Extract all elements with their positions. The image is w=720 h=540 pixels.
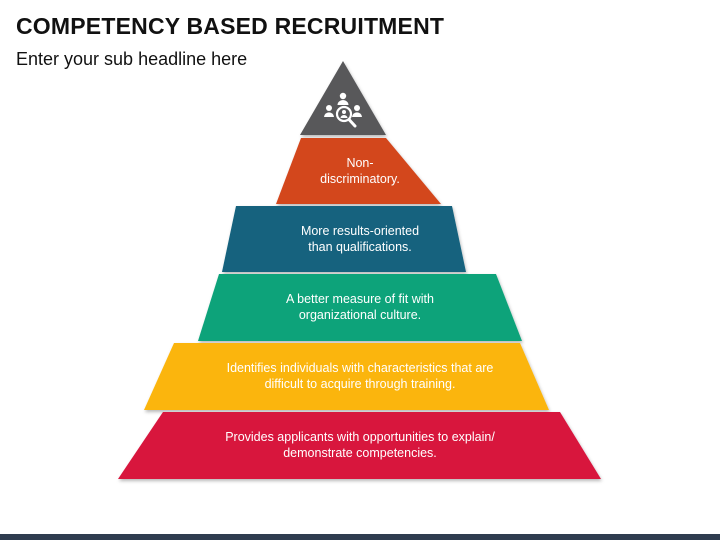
page-subtitle: Enter your sub headline here	[16, 49, 248, 69]
pyramid-tier-3	[198, 274, 522, 341]
tier-2-line-1: More results-oriented	[300, 224, 420, 238]
tier-2-label: More results-oriented than qualification…	[0, 223, 720, 255]
pyramid-tier-5	[118, 412, 601, 479]
tier-4-line-2: difficult to acquire through training.	[264, 377, 456, 391]
page-title: COMPETENCY BASED RECRUITMENT	[16, 13, 445, 39]
tier-5-line-2: demonstrate competencies.	[283, 446, 437, 460]
pyramid-tier-1	[276, 138, 441, 204]
recruitment-search-icon	[324, 92, 362, 128]
pyramid-tier-4	[144, 343, 549, 410]
tier-1-label: Non- discriminatory.	[0, 155, 720, 187]
tier-4-label: Identifies individuals with characterist…	[0, 360, 720, 392]
footer-bar	[0, 534, 720, 540]
tier-5-label: Provides applicants with opportunities t…	[0, 429, 720, 461]
tier-2-line-2: than qualifications.	[308, 240, 412, 254]
tier-1-line-2: discriminatory.	[320, 172, 400, 186]
tier-3-label: A better measure of fit with organizatio…	[0, 291, 720, 323]
tier-3-line-1: A better measure of fit with	[286, 292, 434, 306]
tier-3-line-2: organizational culture.	[298, 308, 422, 322]
tier-1-line-1: Non-	[346, 156, 374, 170]
tier-4-line-1: Identifies individuals with characterist…	[226, 361, 494, 375]
pyramid-tier-2	[222, 206, 466, 272]
tier-5-line-1: Provides applicants with opportunities t…	[225, 430, 495, 444]
